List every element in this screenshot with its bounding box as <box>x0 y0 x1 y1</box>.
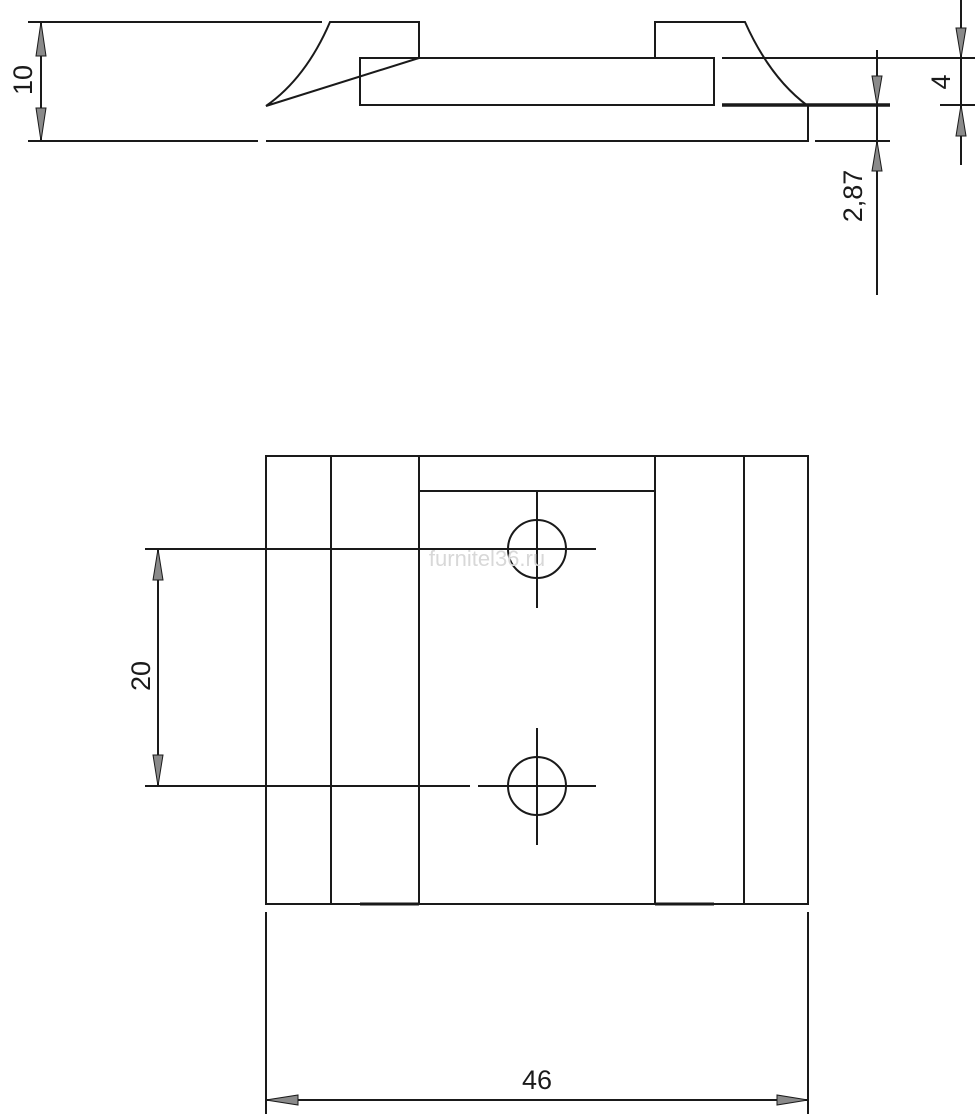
dimension-height-total: 10 <box>8 21 47 142</box>
plan-view-outline <box>265 455 809 905</box>
mounting-hole-bottom <box>478 728 596 845</box>
dimension-hole-spacing: 20 <box>126 548 164 787</box>
dimension-slot-depth: 4 <box>926 0 967 165</box>
dimension-bottom-thickness: 2,87 <box>838 50 883 295</box>
dimension-label-slot-depth: 4 <box>926 74 956 89</box>
dimension-label-height-total: 10 <box>8 65 38 95</box>
dimension-label-bottom-thickness: 2,87 <box>838 170 868 223</box>
dimension-width-total: 46 <box>265 912 809 1114</box>
watermark: furnitel36.ru <box>429 546 545 571</box>
mounting-hole-top <box>478 491 596 608</box>
plan-view: 20 46 <box>126 455 809 1114</box>
side-view-outline <box>265 21 809 142</box>
dimension-label-width-total: 46 <box>522 1065 552 1095</box>
dimension-label-hole-spacing: 20 <box>126 661 156 691</box>
side-view-slot <box>359 57 715 106</box>
side-view: 10 4 2,87 <box>8 0 975 295</box>
